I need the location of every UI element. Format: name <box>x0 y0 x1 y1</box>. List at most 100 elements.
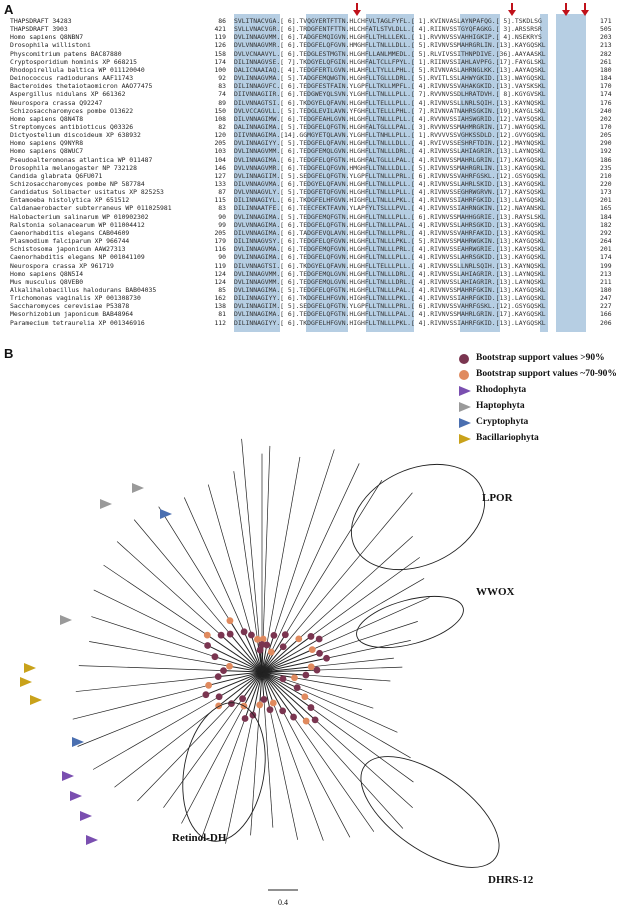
tree-branch <box>116 541 222 636</box>
tree-branch <box>261 669 317 673</box>
tree-branch <box>266 456 301 645</box>
sequence-segment: DVLINNAGVMA.[ 6].TEDGFEMQFGVN.HLGHFLLTNL… <box>234 245 546 254</box>
tree-branch <box>137 703 232 802</box>
tree-branch <box>91 616 216 658</box>
start-position: 179 <box>214 237 226 246</box>
sequence-segment: DVLVNNAGIMA.[ 6].TEDGFELQFGTN.HLGHFLLTNL… <box>234 220 546 229</box>
tree-branch <box>261 671 298 689</box>
start-position: 174 <box>214 57 226 66</box>
start-position: 421 <box>214 25 226 34</box>
tree-branch <box>77 694 207 747</box>
sequence-segment: DVLINNAGIMA.[ 5].TEDGFEMQFGTN.HLGHFLLTNL… <box>234 212 546 221</box>
clade-label-wwox: WWOX <box>476 586 515 598</box>
start-position: 100 <box>214 65 226 74</box>
sequence-segment: DALICNAAIAQ.[ 4].TEDGFERTLGVN.HLAHFLLTYL… <box>234 65 546 74</box>
start-position: 86 <box>218 17 226 25</box>
bootstrap-high-dot <box>302 671 310 679</box>
tree-branch <box>207 484 252 636</box>
start-position: 205 <box>214 139 226 148</box>
tree-branch <box>218 671 263 698</box>
scale-bar-label: 0.4 <box>278 898 288 907</box>
conserved-column-block <box>234 14 280 332</box>
start-position: 162 <box>214 294 226 303</box>
sequence-segment: DVLINNAGIMA.[ 6].TEDGFELQFGTN.HLGHFLLTNL… <box>234 310 546 319</box>
tree-branch <box>261 638 320 673</box>
tree-branch <box>262 445 271 640</box>
sequence-segment: DVLINNAGVMM.[ 6].TADGFEMQIGVN.HLGHFLLTHL… <box>234 33 542 42</box>
start-position: 127 <box>214 171 226 180</box>
cryptophyta-marker <box>160 509 172 519</box>
phylogenetic-tree <box>20 438 500 891</box>
start-position: 89 <box>218 98 226 107</box>
start-position: 138 <box>214 302 226 311</box>
end-position: 235 <box>600 163 612 172</box>
tree-branch <box>261 644 268 673</box>
bootstrap-high-dot <box>315 635 323 643</box>
sequence-segment: DVLVNNAGVMR.[ 6].TEDGFELQFGVN.HMGHFLLTNL… <box>234 163 546 172</box>
panel-b-letter: B <box>4 346 14 361</box>
conserved-column-block <box>540 14 548 332</box>
species-name: Rhodopirellula baltica WP 011120040 <box>10 65 145 74</box>
bootstrap-high-dot <box>217 631 225 639</box>
legend-item-cryptophyta: Cryptophyta <box>456 414 616 430</box>
bootstrap-high-dot <box>290 713 297 721</box>
bootstrap-mid-dot <box>308 646 316 654</box>
sequence-segment: DALINNAGIMA.[ 5].TEDGFELQFGTN.HLGHFALTGL… <box>234 122 546 131</box>
end-position: 202 <box>600 114 612 123</box>
tree-branch <box>261 652 320 673</box>
tree-legend: Bootstrap support values >90% Bootstrap … <box>456 350 617 446</box>
end-position: 186 <box>600 155 612 164</box>
bootstrap-high-dot <box>239 695 247 703</box>
end-position: 292 <box>600 228 612 237</box>
bootstrap-high-dot <box>204 642 212 649</box>
start-position: 205 <box>214 228 226 237</box>
start-position: 104 <box>214 155 226 164</box>
tree-branch <box>114 705 219 788</box>
rhodophyta-marker <box>62 771 74 781</box>
bootstrap-mid-dot <box>205 681 213 689</box>
species-name: Schistosoma japonicum AAW27313 <box>10 245 126 254</box>
bootstrap-high-dot <box>211 653 219 661</box>
start-position: 99 <box>218 220 226 229</box>
tree-branch <box>261 666 312 673</box>
tree-branch <box>214 656 263 673</box>
bootstrap-high-dot <box>226 630 234 638</box>
tree-branch <box>229 665 263 673</box>
tree-branch <box>261 671 271 710</box>
species-name: Ralstonia solanacearum WP 011004412 <box>10 220 145 229</box>
tree-branch <box>158 506 231 621</box>
bootstrap-mid-dot <box>256 701 264 709</box>
tree-branch <box>269 709 299 840</box>
clade-outline-retinol-dh <box>182 702 266 842</box>
tree-branch <box>207 634 263 673</box>
sequence-segment: SVLITNACVGA.[ 6].TVQGYERTFTTN.HLCHFVLTAG… <box>234 17 542 25</box>
start-position: 116 <box>214 245 226 254</box>
bootstrap-mid-dot <box>291 674 298 682</box>
tree-branch <box>241 438 261 651</box>
legend-item-rhodophyta: Rhodophyta <box>456 382 616 398</box>
tree-branch <box>75 676 219 692</box>
species-name: Deinococcus radiodurans AAF11743 <box>10 74 134 83</box>
tree-branch <box>218 671 263 707</box>
end-position: 206 <box>600 318 612 327</box>
clade-label-retinol-dh: Retinol-DH <box>172 832 227 844</box>
tree-branch <box>243 631 263 673</box>
end-position: 505 <box>600 25 612 34</box>
tree-branch <box>312 597 430 650</box>
bootstrap-high-dot-icon <box>459 354 469 364</box>
tree-branch <box>261 671 295 679</box>
end-position: 174 <box>600 253 612 262</box>
start-position: 126 <box>214 41 226 50</box>
end-position: 264 <box>600 237 612 246</box>
bootstrap-high-dot <box>279 675 287 683</box>
tree-branch <box>326 640 411 659</box>
species-name: Homo sapiens Q8WUC7 <box>10 147 84 156</box>
tree-branch <box>233 471 258 640</box>
tree-branch <box>261 671 265 700</box>
bootstrap-mid-dot <box>307 663 315 671</box>
tree-branch <box>311 657 394 668</box>
bootstrap-high-dot <box>293 684 301 692</box>
end-position: 213 <box>600 41 612 50</box>
species-name: THAPSDRAFT 34283 <box>10 17 72 25</box>
species-name: Homo sapiens Q9NYR8 <box>10 139 84 148</box>
